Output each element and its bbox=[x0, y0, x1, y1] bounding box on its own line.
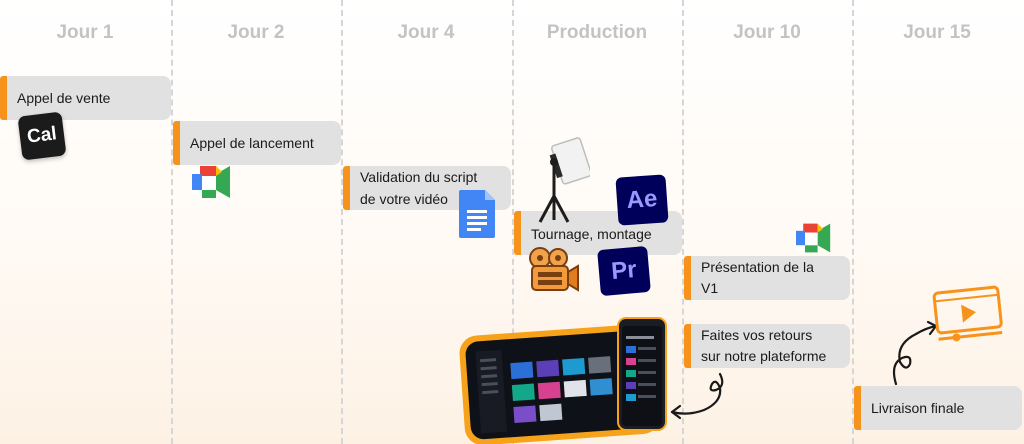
step-label: Appel de lancement bbox=[190, 135, 314, 151]
column-divider bbox=[852, 0, 854, 444]
column-divider bbox=[512, 0, 514, 444]
column-header-day-10: Jour 10 bbox=[733, 22, 801, 43]
premiere-pro-logo: Pr bbox=[597, 245, 651, 297]
step-card-final-delivery: Livraison finale bbox=[854, 386, 1022, 430]
step-card-script-validation: Validation du script de votre vidéo bbox=[343, 166, 511, 210]
column-header-production: Production bbox=[546, 22, 648, 43]
step-label: Validation du script de votre vidéo bbox=[360, 169, 478, 207]
column-header-day-15: Jour 15 bbox=[903, 22, 971, 43]
step-card-kickoff-call: Appel de lancement bbox=[173, 121, 341, 165]
cal-logo: Cal bbox=[17, 111, 67, 161]
google-meet-icon bbox=[794, 220, 834, 256]
column-divider bbox=[341, 0, 343, 444]
step-label: Tournage, montage bbox=[531, 226, 652, 242]
curly-arrow-icon bbox=[888, 316, 940, 386]
column-header-day-2: Jour 2 bbox=[227, 22, 285, 43]
studio-light-icon bbox=[534, 134, 592, 224]
google-meet-icon bbox=[190, 162, 234, 202]
platform-screenshot bbox=[456, 316, 670, 444]
google-docs-icon bbox=[457, 188, 497, 240]
step-card-sales-call: Appel de vente bbox=[0, 76, 171, 120]
column-header-day-1: Jour 1 bbox=[56, 22, 114, 43]
column-divider bbox=[682, 0, 684, 444]
step-label: Livraison finale bbox=[871, 400, 965, 416]
column-header-day-4: Jour 4 bbox=[397, 22, 455, 43]
curly-arrow-icon bbox=[664, 372, 738, 422]
step-label: Faites vos retours sur notre plateforme bbox=[701, 327, 827, 364]
step-label: Présentation de la V1 bbox=[701, 259, 814, 296]
after-effects-logo: Ae bbox=[615, 174, 669, 226]
step-card-feedback: Faites vos retours sur notre plateforme bbox=[684, 324, 850, 368]
film-camera-icon bbox=[526, 246, 580, 298]
step-label: Appel de vente bbox=[17, 90, 111, 106]
video-player-icon bbox=[930, 284, 1006, 342]
column-divider bbox=[171, 0, 173, 444]
step-card-v1-presentation: Présentation de la V1 bbox=[684, 256, 850, 300]
